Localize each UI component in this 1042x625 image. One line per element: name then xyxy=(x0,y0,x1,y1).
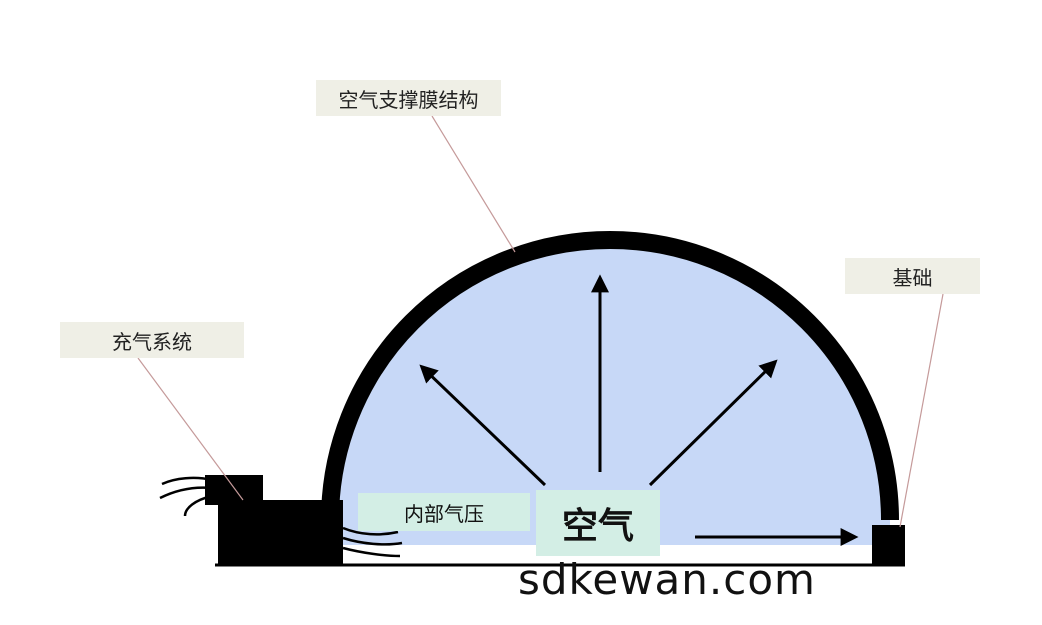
pressure-arrow-upper-right xyxy=(648,359,778,487)
watermark-text: sdkewan.com xyxy=(518,555,816,604)
leader-lines xyxy=(137,115,944,528)
inlet-airflow-lines xyxy=(342,526,403,558)
foundation-block xyxy=(872,525,905,565)
label-foundation: 基础 xyxy=(845,258,980,294)
blower-intake xyxy=(205,475,263,505)
leader-line-membrane xyxy=(431,115,516,253)
label-inflation-system: 充气系统 xyxy=(60,322,244,358)
dome-membrane xyxy=(330,240,890,545)
leader-line-foundation xyxy=(899,293,944,528)
dome-outline xyxy=(321,231,899,521)
label-air: 空气 xyxy=(536,490,660,556)
intake-airflow-lines xyxy=(159,476,213,517)
blower-unit xyxy=(218,500,343,565)
leader-line-inflation xyxy=(137,357,244,501)
pressure-arrows xyxy=(419,274,859,546)
label-internal-pressure: 内部气压 xyxy=(358,493,530,531)
label-membrane-structure: 空气支撑膜结构 xyxy=(316,80,501,116)
pressure-arrow-upper-left xyxy=(419,364,547,487)
